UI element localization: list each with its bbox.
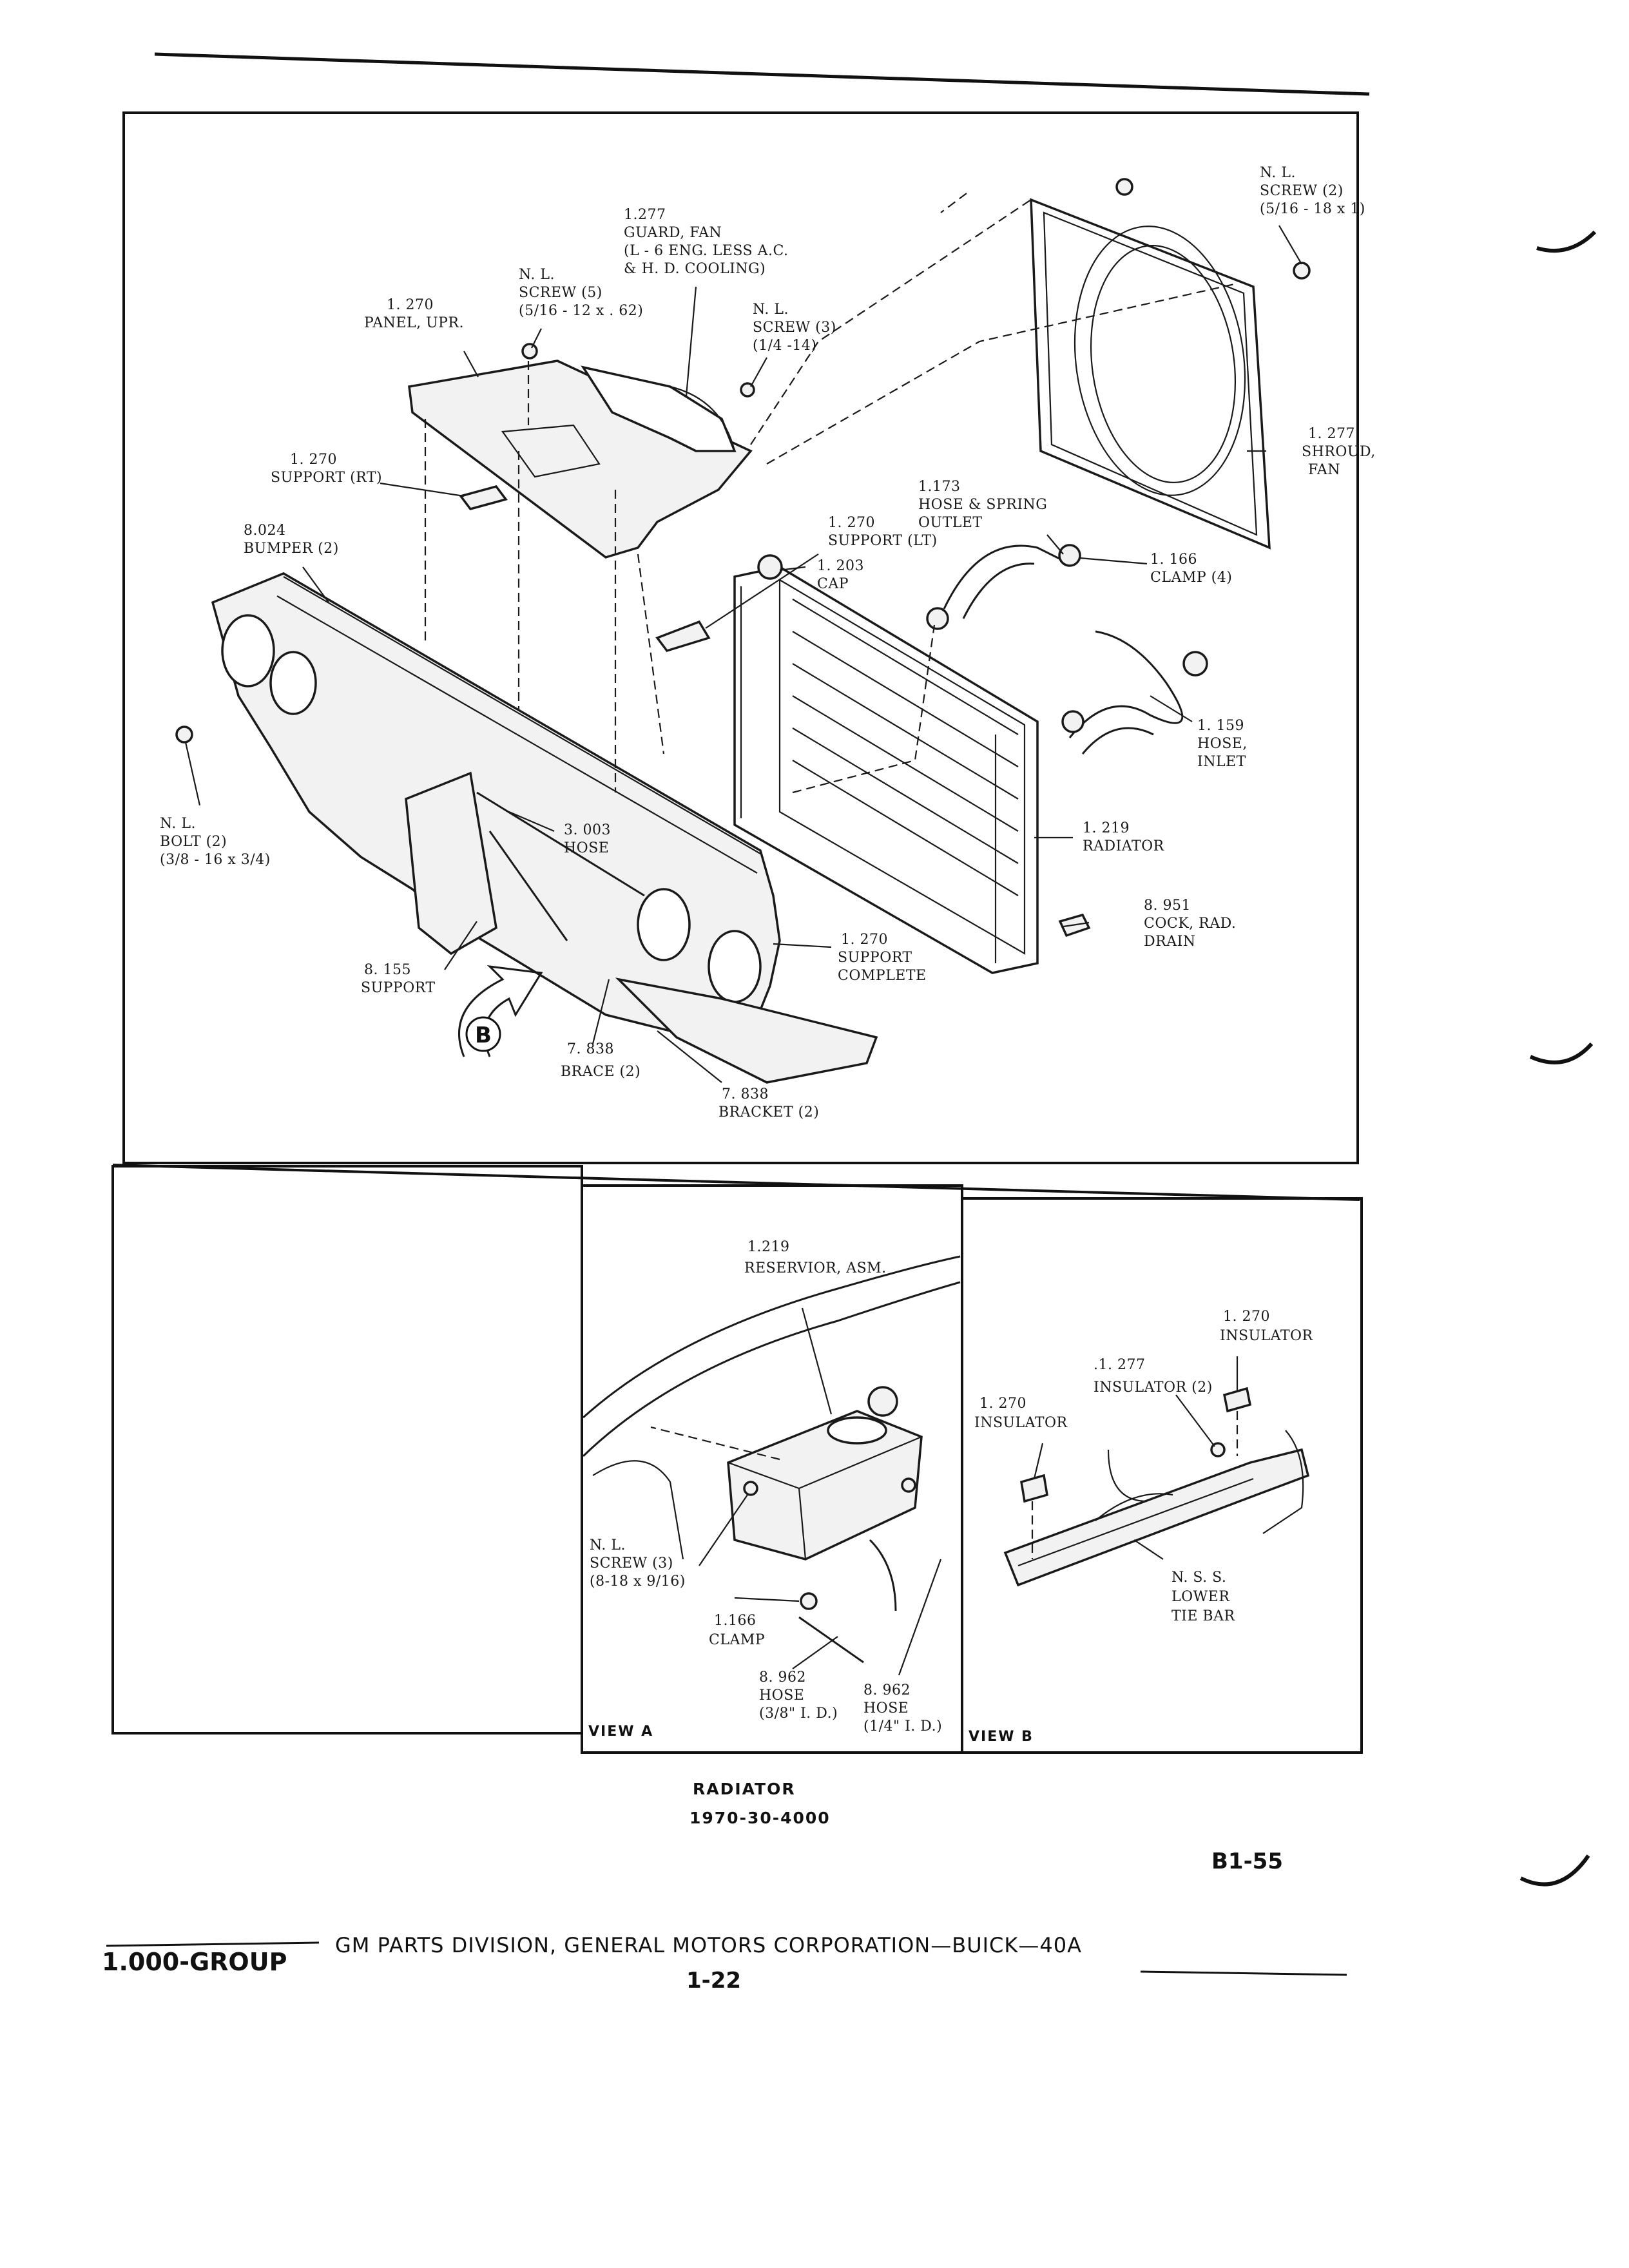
upper-panel bbox=[408, 360, 753, 559]
support-rt-part bbox=[459, 485, 508, 511]
label-screw-view-a: N. L.SCREW (3)(8-18 x 9/16) bbox=[590, 1537, 686, 1590]
view-b-label: VIEW B bbox=[969, 1729, 1034, 1745]
fan-shroud bbox=[1030, 178, 1311, 550]
label-bolt: N. L.BOLT (2)(3/8 - 16 x 3/4) bbox=[160, 816, 271, 868]
caption-code: 1970-30-4000 bbox=[689, 1809, 831, 1827]
footer-group: 1.000-GROUP bbox=[102, 1948, 287, 1976]
margin-mark bbox=[1519, 1854, 1590, 1887]
inlet-hose bbox=[1068, 630, 1184, 754]
footer-page: 1-22 bbox=[686, 1968, 741, 1994]
footer-text: GM PARTS DIVISION, GENERAL MOTORS CORPOR… bbox=[335, 1933, 1082, 1957]
label-screw-5: N. L.SCREW (5)(5/16 - 12 x . 62) bbox=[519, 267, 643, 319]
view-b-drawing bbox=[1003, 1356, 1310, 1587]
main-figure-frame bbox=[122, 111, 1359, 1164]
support-lt-part bbox=[655, 620, 711, 653]
view-b-marker: B bbox=[458, 965, 543, 1057]
svg-text:B: B bbox=[475, 1023, 492, 1048]
leader-lines bbox=[184, 225, 1302, 1083]
margin-mark bbox=[1536, 230, 1597, 253]
view-a-drawing bbox=[582, 1255, 961, 1676]
page-id: B1-55 bbox=[1211, 1849, 1283, 1874]
label-screw-shroud: N. L.SCREW (2)(5/16 - 18 x 1) bbox=[1260, 165, 1365, 217]
top-rule bbox=[154, 52, 1370, 96]
radiator-core bbox=[733, 554, 1039, 974]
label-screw-3: N. L.SCREW (3)(1/4 -14) bbox=[753, 302, 836, 354]
view-a-label: VIEW A bbox=[588, 1724, 653, 1740]
caption-title: RADIATOR bbox=[693, 1780, 796, 1798]
view-b-panel bbox=[961, 1197, 1363, 1754]
dashed-assembly-lines bbox=[424, 193, 1238, 794]
margin-mark bbox=[1529, 1042, 1594, 1064]
blank-panel bbox=[111, 1165, 583, 1735]
outlet-hose bbox=[943, 544, 1064, 619]
radiator-support bbox=[211, 572, 878, 1084]
